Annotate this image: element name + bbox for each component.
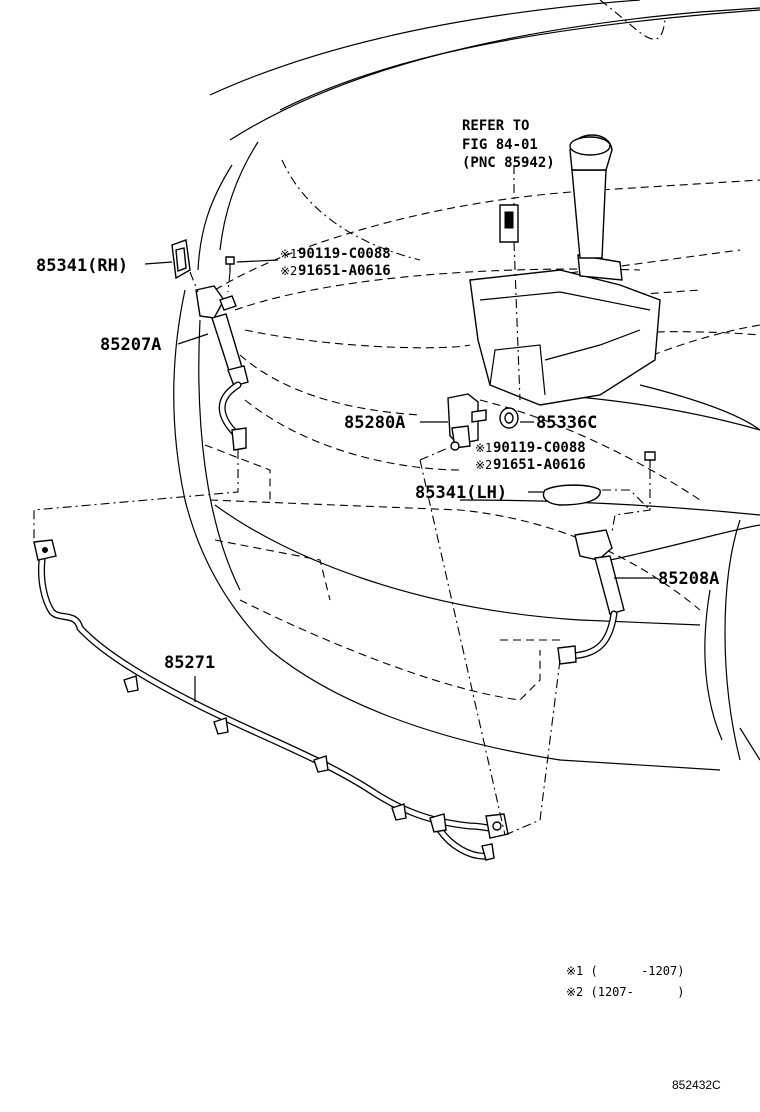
bolt-rh — [225, 256, 235, 272]
connection-lines — [33, 165, 651, 836]
nozzle-cover-lh — [542, 484, 601, 506]
label-85336c: 85336C — [536, 413, 597, 433]
refer-line-3: (PNC 85942) — [462, 155, 555, 171]
footnote-1: ※1 ( -1207) — [566, 964, 684, 978]
fastener-mid-mark-1: ※1 — [475, 441, 492, 455]
footnotes: ※1 ( -1207) ※2 (1207- ) — [566, 964, 684, 999]
fastener-callout-top: ※1 90119-C0088 ※2 91651-A0616 — [280, 246, 391, 279]
fastener-mid-mark-2: ※2 — [475, 458, 492, 472]
washer-tank — [469, 134, 661, 406]
refer-line-2: FIG 84-01 — [462, 137, 538, 153]
headlamp-cleaner-rh — [195, 285, 249, 451]
refer-line-1: REFER TO — [462, 118, 529, 134]
vehicle-body-outline — [173, 0, 760, 771]
hose-assembly — [33, 539, 509, 861]
leader-lines — [144, 259, 656, 702]
washer-pump — [447, 393, 487, 451]
headlamp-cleaner-lh — [557, 529, 625, 665]
label-85341-rh: 85341(RH) — [36, 256, 128, 276]
fastener-top-mark-1: ※1 — [280, 247, 297, 261]
refer-note: REFER TO FIG 84-01 (PNC 85942) — [462, 118, 555, 171]
grommet — [499, 407, 519, 429]
label-85208a: 85208A — [658, 569, 719, 589]
part-labels: 85341(RH) 85207A 85280A 85336C 85341(LH)… — [36, 256, 719, 673]
label-85271: 85271 — [164, 653, 215, 673]
label-85207a: 85207A — [100, 335, 161, 355]
bolt-lh — [644, 451, 656, 468]
fastener-mid-code-2: 91651-A0616 — [493, 457, 586, 473]
nozzle-cover-rh — [171, 239, 191, 280]
fastener-top-mark-2: ※2 — [280, 264, 297, 278]
label-85280a: 85280A — [344, 413, 405, 433]
label-85341-lh: 85341(LH) — [415, 483, 507, 503]
footnote-2: ※2 (1207- ) — [566, 985, 684, 999]
fastener-top-code-1: 90119-C0088 — [298, 246, 391, 262]
fastener-mid-code-1: 90119-C0088 — [493, 440, 586, 456]
fastener-top-code-2: 91651-A0616 — [298, 263, 391, 279]
diagram-code: 852432C — [672, 1078, 721, 1092]
fastener-callout-mid: ※1 90119-C0088 ※2 91651-A0616 — [475, 440, 586, 473]
